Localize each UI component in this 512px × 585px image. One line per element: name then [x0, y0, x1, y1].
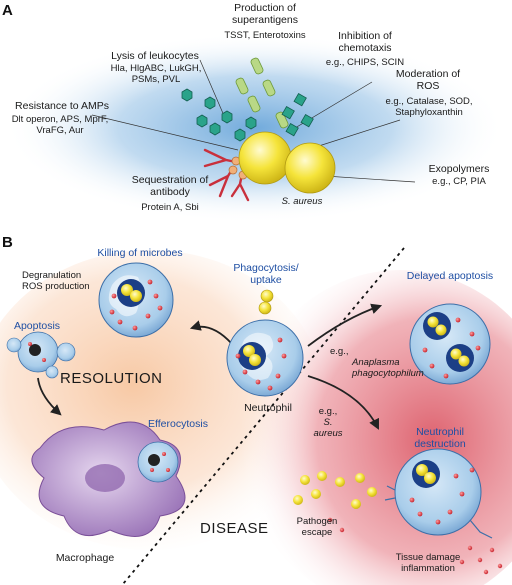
- toxin-particles: [235, 57, 289, 129]
- exopolymers-detail: e.g., CP, PIA: [432, 176, 486, 187]
- pathway-arrows: [37, 303, 383, 430]
- escaping-pathogens: [293, 471, 377, 509]
- resolution-label: RESOLUTION: [60, 370, 163, 387]
- killing-label: Killing of microbes: [97, 247, 183, 259]
- panel-b-letter: B: [2, 234, 13, 251]
- s-aureus-cell-1: [238, 131, 292, 185]
- superantigens-title: Production of superantigens: [232, 2, 298, 26]
- amps-detail: Dlt operon, APS, MprF, VraFG, Aur: [11, 114, 109, 136]
- killing-neutrophil: [98, 262, 174, 338]
- destruction-label: Neutrophil destruction: [414, 426, 466, 450]
- delayed-apoptosis-neutrophil: [409, 303, 491, 385]
- leukocytes-detail: Hla, HlgABC, LukGH, PSMs, PVL: [110, 63, 202, 85]
- anaplasma-prefix-text: e.g.,: [330, 346, 349, 357]
- s-aureus-prefix: e.g.,: [318, 406, 338, 417]
- anaplasma-name: Anaplasma phagocytophilum: [352, 357, 424, 379]
- amps-title: Resistance to AMPs: [15, 100, 109, 112]
- pathogen-escape-label: Pathogen escape: [296, 516, 338, 538]
- macrophage-label: Macrophage: [55, 552, 115, 564]
- chemotaxis-title: Inhibition of chemotaxis: [338, 30, 392, 54]
- ros-title: Moderation of ROS: [395, 68, 461, 92]
- s-aureus-cell-2: [284, 142, 336, 194]
- divider-line: [122, 247, 405, 585]
- delayed-apoptosis-label: Delayed apoptosis: [406, 270, 494, 282]
- s-aureus-example: e.g., S. aureus: [308, 406, 348, 439]
- antibody-detail: Protein A, Sbi: [141, 202, 199, 213]
- panel-a-glow: [5, 33, 505, 223]
- efferocytosis-label: Efferocytosis: [148, 418, 208, 430]
- killing-detail: Degranulation ROS production: [22, 270, 90, 292]
- s-aureus-label: S. aureus: [281, 196, 323, 207]
- s-aureus-example-name: S. aureus: [313, 417, 343, 439]
- antibody-title: Sequestration of antibody: [131, 174, 209, 198]
- superantigens-detail: TSST, Enterotoxins: [224, 30, 306, 41]
- exopolymers-title: Exopolymers: [428, 163, 490, 175]
- granules: [28, 279, 503, 575]
- chemotaxis-detail: e.g., CHIPS, SCIN: [325, 57, 405, 68]
- panel-a-letter: A: [2, 2, 13, 19]
- phagocytosis-label: Phagocytosis/ uptake: [233, 262, 299, 286]
- apoptosis-label: Apoptosis: [13, 320, 61, 332]
- anaplasma-prefix: e.g., Anaplasma phagocytophilum: [330, 346, 430, 379]
- central-neutrophil: [226, 289, 304, 397]
- ros-detail: e.g., Catalase, SOD, Staphyloxanthin: [385, 96, 473, 118]
- leukocytes-title: Lysis of leukocytes: [111, 50, 199, 62]
- apoptotic-cell: [6, 331, 76, 379]
- protein-hexagons: [181, 88, 257, 142]
- tissue-damage-label: Tissue damage inflammation: [395, 552, 461, 574]
- destroyed-neutrophil: [384, 448, 493, 539]
- disease-label: DISEASE: [200, 520, 269, 537]
- neutrophil-label: Neutrophil: [244, 402, 292, 414]
